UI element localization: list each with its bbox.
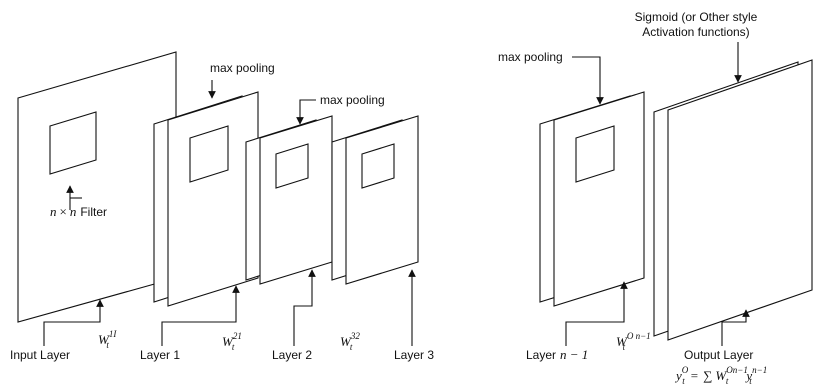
input-layer-plane [17, 51, 177, 323]
sigmoid-label-line1: Sigmoid (or Other style [635, 10, 758, 24]
layer-n-1-plane-front [553, 91, 645, 307]
max-pooling-2-arrow [296, 99, 316, 125]
layer1-leader [161, 285, 240, 346]
layer3-filter-square [361, 143, 395, 189]
max-pooling-3-label: max pooling [498, 50, 563, 64]
input-filter-square [49, 111, 97, 175]
sigmoid-label-line2: Activation functions) [642, 25, 749, 39]
layer2-leader [293, 269, 316, 346]
layer2-plane-front [259, 115, 333, 285]
max-pooling-2-label: max pooling [320, 93, 385, 107]
layer2-label: Layer 2 [272, 348, 312, 362]
layer3-label: Layer 3 [394, 348, 434, 362]
layer1-plane-front [167, 91, 259, 307]
layer-n-1-leader [565, 281, 628, 346]
layer1-label: Layer 1 [140, 348, 180, 362]
layer1-filter-square [189, 125, 229, 183]
output-layer-plane-front [667, 59, 813, 341]
layer-n-1-filter-square [575, 125, 615, 183]
layer2-filter-square [275, 143, 309, 189]
max-pooling-1-label: max pooling [210, 61, 275, 75]
max-pooling-3-arrow [572, 56, 604, 105]
output-layer-leader [721, 309, 750, 346]
output-layer-label: Output Layer [684, 348, 753, 362]
input-layer-leader [43, 299, 104, 346]
input-layer-label: Input Layer [10, 348, 70, 362]
layer3-plane-front [345, 115, 419, 285]
